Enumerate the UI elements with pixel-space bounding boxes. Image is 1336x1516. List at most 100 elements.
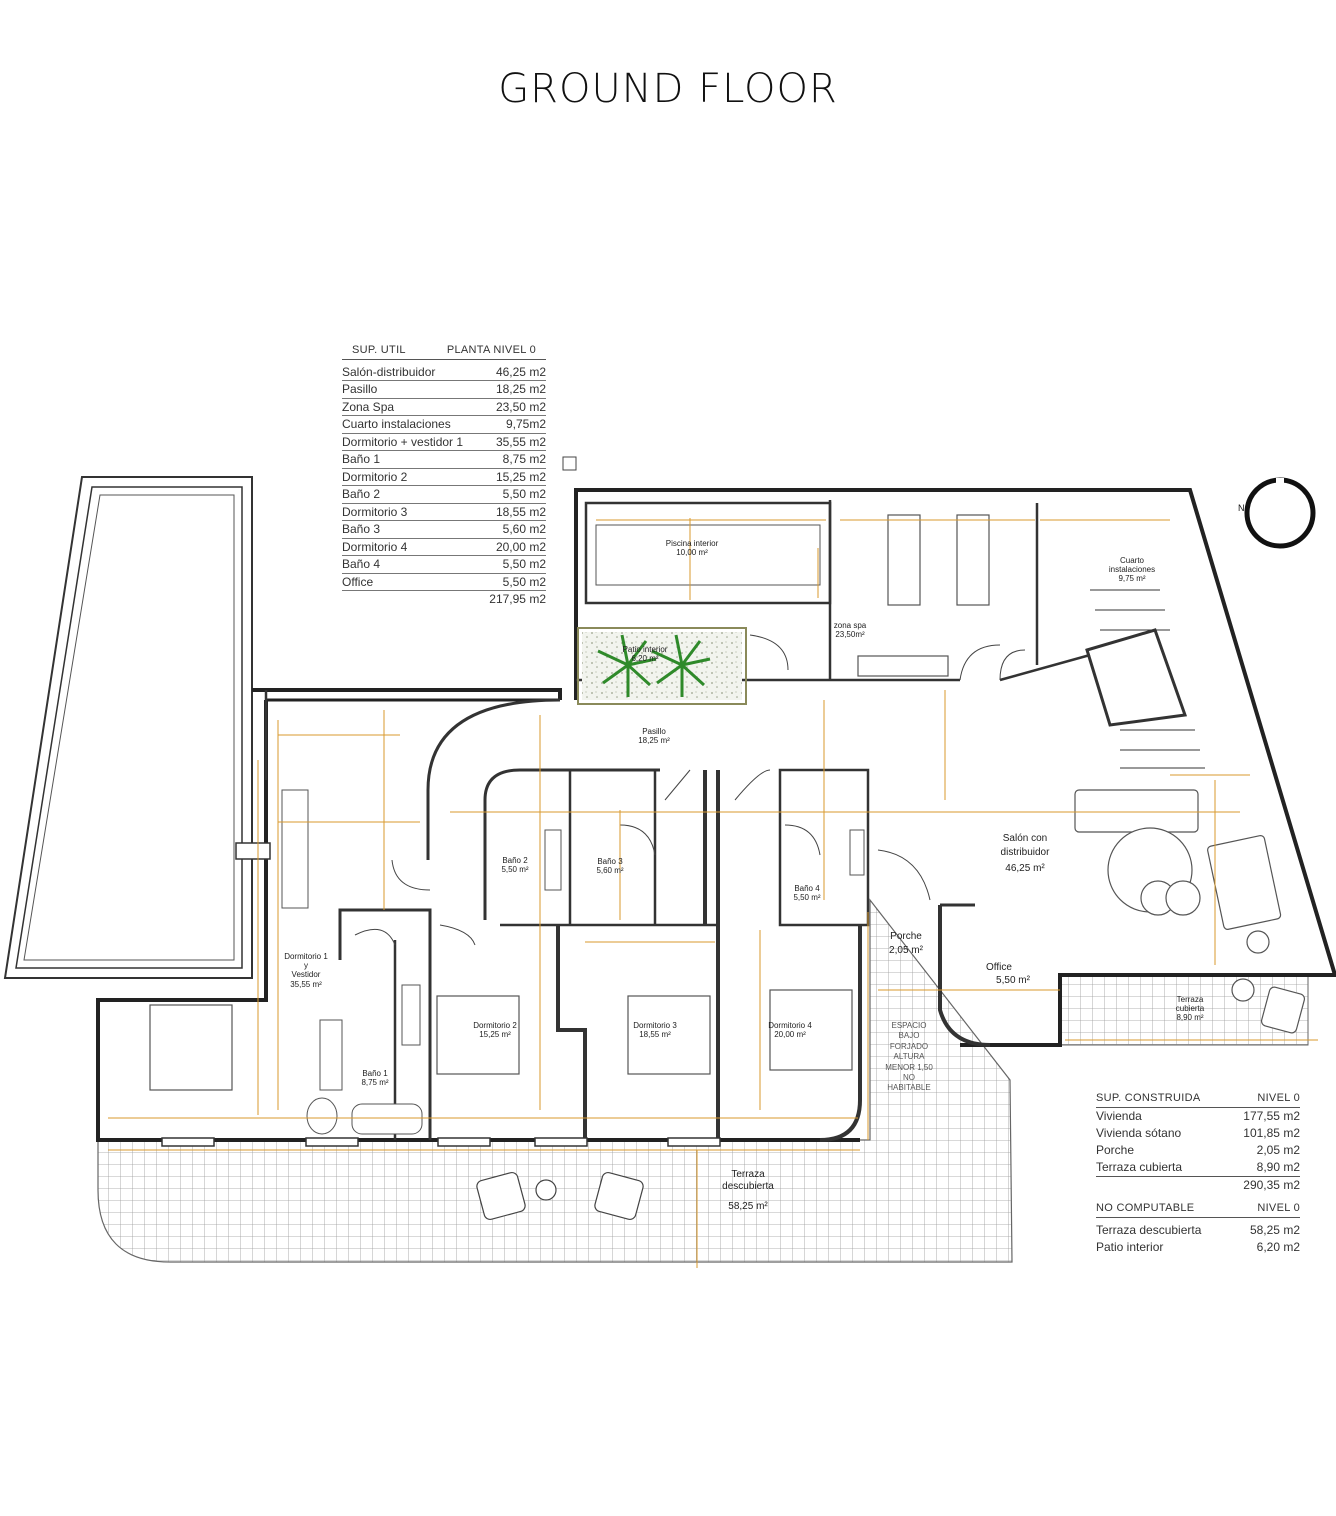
interior-walls (264, 500, 1205, 1142)
useful-area-header: SUP. UTIL PLANTA NIVEL 0 (342, 342, 546, 360)
room-name-2: instalaciones (1108, 565, 1156, 575)
room-area: 20,00 m² (774, 1030, 806, 1040)
room-area: 5,50 m² (501, 865, 529, 875)
room-label-pasillo: Pasillo 18,25 m² (614, 727, 694, 745)
room-name: Dormitorio 4 (768, 1021, 812, 1030)
salon-furniture (1074, 789, 1306, 1034)
room-area: 18,55 m² (639, 1030, 671, 1040)
room-name: Dormitorio 1 (284, 952, 328, 961)
room-name: Baño 3 (597, 857, 623, 866)
row-value: 8,90 m2 (1256, 1160, 1300, 1174)
useful-area-row: Dormitorio + vestidor 1 35,55 m2 (342, 434, 546, 451)
useful-area-header-right: PLANTA NIVEL 0 (446, 344, 536, 356)
room-label-dorm3: Dormitorio 3 18,55 m² (620, 1021, 690, 1039)
row-name: Baño 2 (342, 487, 381, 501)
room-area: 8,75 m² (361, 1078, 389, 1088)
row-name: Dormitorio + vestidor 1 (342, 434, 464, 449)
room-area: 8,90 m² (1176, 1013, 1204, 1023)
room-area: 5,50 m² (996, 975, 1030, 986)
room-name: Piscina interior (665, 539, 719, 548)
useful-area-row: Salón-distribuidor 46,25 m2 (342, 364, 546, 381)
door-swings (354, 634, 1026, 946)
espacio-line: NO (903, 1072, 915, 1082)
room-name: zona spa (833, 621, 867, 630)
espacio-line: HABITABLE (887, 1083, 931, 1093)
useful-area-row: Baño 2 5,50 m2 (342, 486, 546, 504)
row-value: 5,50 m2 (502, 557, 546, 571)
row-value: 58,25 m2 (1249, 1223, 1300, 1237)
row-name: Baño 3 (342, 522, 381, 536)
room-name-3: Vestidor (291, 970, 321, 980)
row-name: Dormitorio 3 (342, 504, 408, 519)
room-label-piscina: Piscina interior 10,00 m² (642, 539, 742, 557)
room-label-cuarto: Cuarto instalaciones 9,75 m² (1092, 556, 1172, 584)
espacio-bajo-forjado-label: ESPACIO BAJO FORJADO ALTURA MENOR 1,50 N… (878, 1021, 940, 1094)
espacio-line: ESPACIO (891, 1021, 927, 1030)
row-value: 15,25 m2 (495, 469, 546, 484)
useful-area-total: 217,95 m2 (342, 591, 546, 608)
built-area-row: Terraza cubierta 8,90 m2 (1096, 1159, 1300, 1177)
row-value: 46,25 m2 (495, 364, 546, 379)
row-value: 23,50 m2 (495, 399, 546, 414)
row-value: 2,05 m2 (1256, 1143, 1300, 1157)
room-name-2: cubierta (1175, 1004, 1205, 1014)
useful-area-row: Cuarto instalaciones 9,75m2 (342, 416, 546, 434)
patio-interior-gravel (582, 632, 742, 700)
room-name: Baño 2 (502, 856, 528, 865)
total-value: 217,95 m2 (489, 592, 546, 606)
room-name-2: distribuidor (1000, 846, 1050, 858)
row-value: 8,75 m2 (502, 452, 546, 466)
row-name: Cuarto instalaciones (342, 417, 451, 431)
room-area: 23,50m² (835, 630, 865, 640)
row-name: Salón-distribuidor (342, 364, 436, 379)
room-area: 18,25 m² (638, 736, 670, 746)
legend-square (562, 456, 577, 471)
non-computable-header-right: NIVEL 0 (1257, 1202, 1300, 1214)
page-title: GROUND FLOOR (498, 66, 838, 112)
row-value: 20,00 m2 (495, 539, 546, 554)
built-area-header-left: SUP. CONSTRUIDA (1096, 1092, 1201, 1104)
terrace-chairs (476, 1171, 644, 1221)
room-area: 35,55 m² (290, 979, 322, 989)
room-label-dorm2: Dormitorio 2 15,25 m² (460, 1021, 530, 1039)
row-value: 35,55 m2 (495, 434, 546, 449)
row-name: Pasillo (342, 382, 378, 396)
spa-loungers (857, 514, 990, 677)
room-label-bano4: Baño 4 5,50 m² (782, 884, 832, 902)
room-area: 5,50 m² (793, 893, 821, 903)
room-name: Baño 4 (794, 884, 820, 893)
row-name: Baño 4 (342, 557, 381, 571)
room-area: 5,60 m² (596, 866, 624, 876)
outdoor-pool (3, 476, 253, 979)
espacio-line: ALTURA (893, 1052, 925, 1062)
room-label-patio: Patio interior 6,20 m² (600, 645, 690, 663)
espacio-line: FORJADO (889, 1041, 929, 1051)
built-area-total: 290,35 m2 (1096, 1177, 1300, 1194)
row-value: 9,75m2 (505, 417, 546, 431)
room-label-office: Office 5,50 m² (978, 961, 1048, 987)
non-computable-header: NO COMPUTABLE NIVEL 0 (1096, 1200, 1300, 1218)
svg-text:N: N (1238, 503, 1245, 513)
row-name: Dormitorio 2 (342, 469, 408, 484)
row-name: Terraza cubierta (1096, 1160, 1183, 1174)
room-name: Patio interior (622, 645, 668, 654)
row-name: Terraza descubierta (1096, 1223, 1202, 1237)
room-name: Terraza (1176, 995, 1204, 1004)
piscina-interior-basin (595, 524, 821, 586)
room-label-dorm4: Dormitorio 4 20,00 m² (755, 1021, 825, 1039)
dimension-lines (108, 518, 1318, 1268)
espacio-line: BAJO (898, 1031, 920, 1041)
palm-plant-icon (597, 634, 711, 697)
espacio-line: MENOR 1,50 (885, 1062, 933, 1072)
row-value: 5,50 m2 (502, 487, 546, 501)
row-name: Vivienda sótano (1096, 1126, 1182, 1140)
